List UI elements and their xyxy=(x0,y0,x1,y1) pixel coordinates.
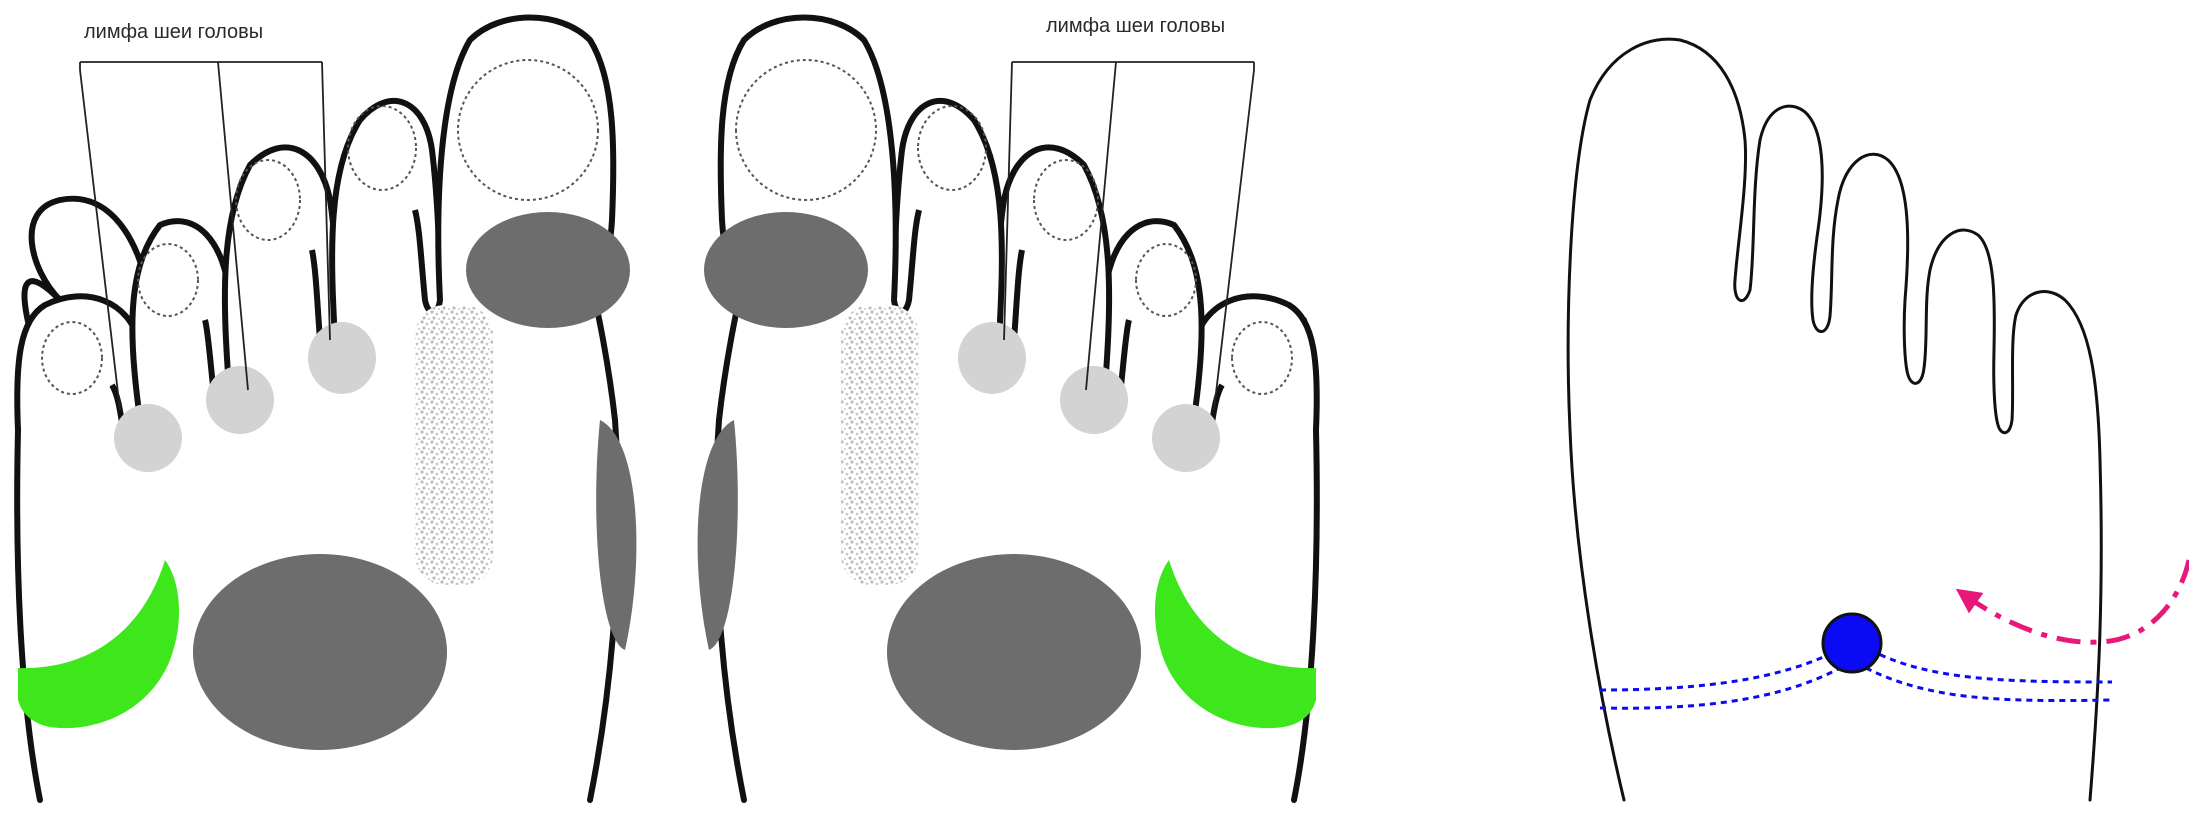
magenta-arrow-icon xyxy=(1966,560,2189,642)
right-foot-diagram xyxy=(698,18,1317,801)
right-green-zone xyxy=(1155,560,1316,728)
left-dark-zone-big xyxy=(193,554,447,750)
right-dark-zone-big xyxy=(887,554,1141,750)
right-toe-2 xyxy=(894,101,1002,340)
left-foot-diagram: лимфа шеи головы xyxy=(17,18,636,801)
right-zone-label: лимфа шеи головы xyxy=(1046,15,1225,37)
left-green-zone xyxy=(18,560,179,728)
left-stippled-zone xyxy=(415,305,493,585)
blue-point-marker xyxy=(1823,614,1881,672)
right-light-zone-2 xyxy=(1060,366,1128,434)
left-light-zone-3 xyxy=(308,322,376,394)
right-stippled-zone xyxy=(841,305,919,585)
left-dark-zone-top xyxy=(466,212,630,328)
left-toe-2 xyxy=(332,101,440,340)
right-light-zone-1 xyxy=(1152,404,1220,472)
left-zone-label: лимфа шеи головы xyxy=(84,21,263,43)
left-light-zone-2 xyxy=(206,366,274,434)
simple-foot-diagram xyxy=(1568,39,2189,800)
simple-foot-dashed-line-lower xyxy=(1600,668,2112,708)
right-dark-zone-side xyxy=(698,420,738,650)
left-dark-zone-side xyxy=(596,420,636,650)
left-light-zone-1 xyxy=(114,404,182,472)
right-dark-zone-top xyxy=(704,212,868,328)
right-light-zone-3 xyxy=(958,322,1026,394)
simple-foot-outline xyxy=(1568,39,2101,800)
